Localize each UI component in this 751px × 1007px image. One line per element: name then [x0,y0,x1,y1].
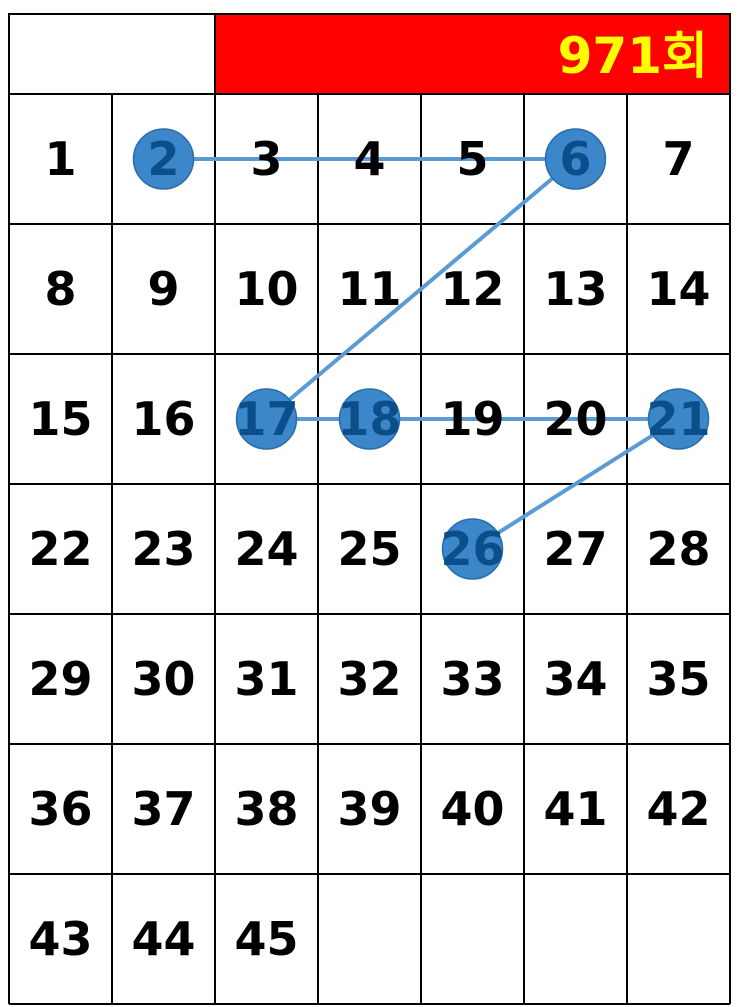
number-cell: 12 [440,262,504,316]
number-cell-picked: 18 [337,392,401,446]
number-cell: 28 [646,522,710,576]
number-cell: 44 [131,912,195,966]
number-cell: 22 [28,522,92,576]
round-banner [215,14,730,94]
picked-ball-17 [235,388,298,450]
number-cell: 29 [28,652,92,706]
number-cell: 33 [440,652,504,706]
number-cell: 32 [337,652,401,706]
number-cell: 37 [131,782,195,836]
number-cell: 30 [131,652,195,706]
number-cell-picked: 26 [440,522,504,576]
round-label: 971회 [558,27,708,85]
grid-lines [8,93,731,1005]
number-cell: 43 [28,912,92,966]
header-blank-cell [9,14,215,94]
number-cell-picked: 17 [234,392,298,446]
picked-ball-26 [441,518,504,580]
number-cell-picked: 6 [559,132,591,186]
number-cell: 27 [543,522,607,576]
number-cell: 4 [353,132,385,186]
picked-ball-18 [338,388,401,450]
picked-ball-6 [544,128,607,190]
number-cell: 15 [28,392,92,446]
number-cell: 20 [543,392,607,446]
picked-balls [132,128,710,580]
number-cell: 5 [456,132,488,186]
number-cell: 34 [543,652,607,706]
number-cell: 7 [662,132,694,186]
number-cell: 42 [646,782,710,836]
number-cell: 24 [234,522,298,576]
number-cell: 41 [543,782,607,836]
number-cell: 1 [44,132,76,186]
number-cell: 25 [337,522,401,576]
number-cell: 3 [250,132,282,186]
picked-ball-21 [647,388,710,450]
number-cell: 36 [28,782,92,836]
header: 971회 [8,13,731,95]
number-cell: 23 [131,522,195,576]
number-cell: 38 [234,782,298,836]
number-cell: 19 [440,392,504,446]
picked-connector-line [161,157,681,551]
number-cell: 9 [147,262,179,316]
number-cell: 8 [44,262,76,316]
number-cell: 14 [646,262,710,316]
number-cell: 45 [234,912,298,966]
number-cell: 35 [646,652,710,706]
number-cell: 13 [543,262,607,316]
number-cell: 31 [234,652,298,706]
number-cell: 11 [337,262,401,316]
number-cell: 39 [337,782,401,836]
picked-ball-2 [132,128,195,190]
number-cell: 40 [440,782,504,836]
number-cell: 16 [131,392,195,446]
number-cell: 10 [234,262,298,316]
number-cell-picked: 21 [646,392,710,446]
number-cell-picked: 2 [147,132,179,186]
